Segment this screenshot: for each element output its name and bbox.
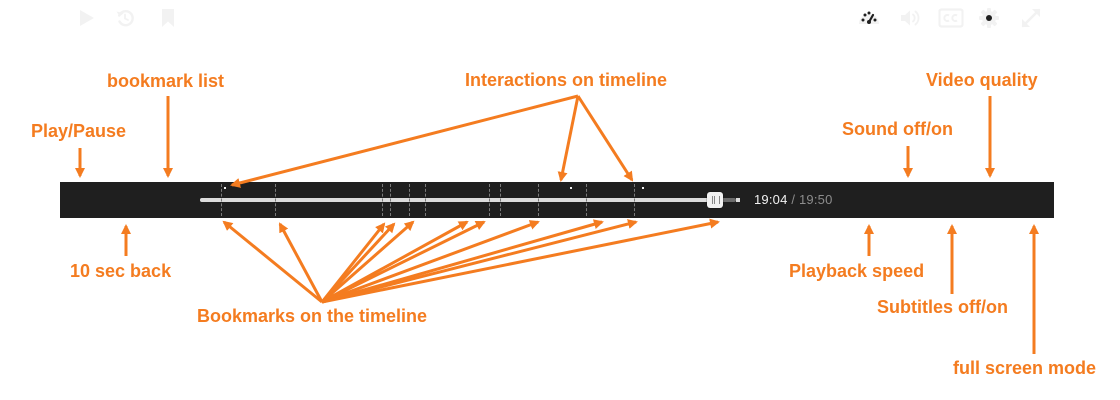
- interactions-arrow-3: [576, 95, 634, 182]
- fullscreen-button[interactable]: [1014, 0, 1048, 36]
- timeline-bookmark-marker[interactable]: [382, 184, 384, 216]
- annotation-ten-sec-back: 10 sec back: [70, 261, 172, 281]
- annotation-bookmark-list: bookmark list: [107, 71, 225, 91]
- annotation-video-quality: Video quality: [926, 70, 1038, 90]
- timeline-end-marker: [736, 198, 740, 202]
- time-separator: /: [791, 192, 796, 207]
- bookmark-arrow-5: [321, 220, 415, 304]
- rewind-10-icon: [116, 9, 134, 27]
- timeline-bookmark-marker[interactable]: [425, 184, 427, 216]
- timeline-bookmark-marker[interactable]: [221, 184, 223, 216]
- timeline-bookmark-marker[interactable]: [390, 184, 392, 216]
- timeline-bookmark-marker[interactable]: [634, 184, 636, 216]
- total-time: 19:50: [798, 192, 833, 207]
- timeline-thumb[interactable]: [706, 192, 723, 208]
- speedometer-icon: [859, 11, 879, 24]
- gear-icon: [979, 8, 999, 28]
- timeline-interaction-marker[interactable]: [642, 187, 645, 189]
- bookmark-arrow-2: [278, 222, 324, 303]
- bookmark-arrow-11: [321, 218, 720, 304]
- current-time: 19:04: [754, 192, 788, 207]
- subtitles-button[interactable]: [934, 0, 968, 36]
- bookmark-arrow-7: [321, 220, 486, 304]
- annotation-subtitles: Subtitles off/on: [877, 297, 1008, 317]
- timeline-bookmark-marker[interactable]: [585, 184, 587, 216]
- time-display: 19:04 / 19:50: [754, 182, 833, 218]
- timeline-bookmark-marker[interactable]: [537, 184, 539, 216]
- settings-button[interactable]: [972, 0, 1006, 36]
- annotation-sound: Sound off/on: [842, 119, 953, 139]
- timeline-track[interactable]: [200, 198, 736, 202]
- interactions-arrow-1: [230, 94, 579, 188]
- annotation-bookmarks-timeline: Bookmarks on the timeline: [197, 306, 428, 326]
- bookmark-list-button[interactable]: [151, 0, 185, 36]
- annotation-full-screen: full screen mode: [953, 358, 1097, 378]
- timeline-played: [200, 198, 715, 202]
- timeline[interactable]: [198, 182, 740, 218]
- bookmark-arrow-4: [320, 222, 396, 304]
- speaker-icon: [901, 10, 920, 26]
- timeline-bookmark-marker[interactable]: [409, 184, 411, 216]
- play-icon: [80, 10, 94, 26]
- bookmark-arrow-1: [222, 220, 323, 304]
- timeline-interaction-marker[interactable]: [224, 187, 227, 189]
- annotation-playback-speed: Playback speed: [789, 261, 925, 281]
- timeline-bookmark-marker[interactable]: [500, 184, 502, 216]
- rewind-10-button[interactable]: [108, 0, 142, 36]
- bookmark-arrow-10: [321, 219, 638, 304]
- timeline-bookmark-marker[interactable]: [275, 184, 277, 216]
- interactions-arrow-2: [557, 95, 580, 182]
- expand-icon: [1021, 8, 1041, 28]
- timeline-interaction-marker[interactable]: [569, 187, 572, 189]
- volume-button[interactable]: [894, 0, 928, 36]
- bookmark-arrow-8: [321, 220, 540, 304]
- play-button[interactable]: [69, 0, 103, 36]
- playback-speed-button[interactable]: [852, 0, 886, 36]
- bookmark-icon: [162, 9, 174, 27]
- cc-icon: [938, 8, 964, 28]
- annotation-interactions: Interactions on timeline: [465, 70, 668, 90]
- timeline-bookmark-marker[interactable]: [489, 184, 491, 216]
- annotation-play-pause: Play/Pause: [31, 121, 127, 141]
